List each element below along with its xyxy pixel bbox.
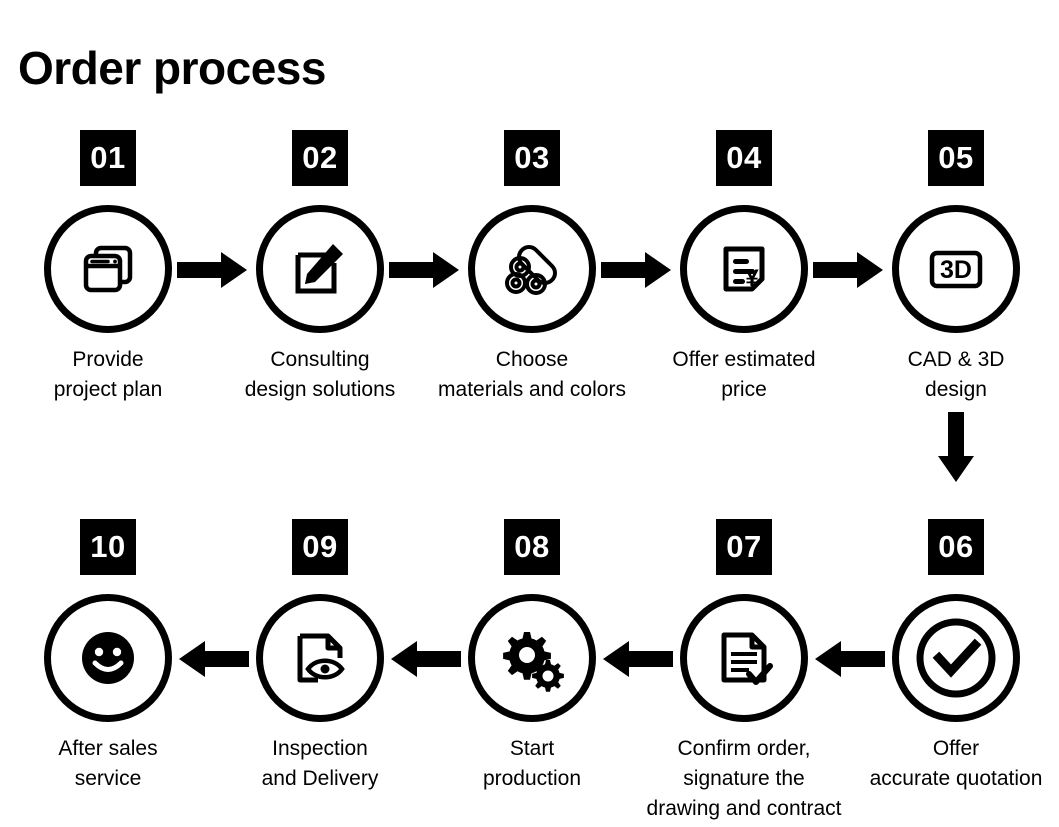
step-caption: Choose materials and colors: [438, 348, 626, 401]
step-icon-circle[interactable]: 3D: [892, 205, 1020, 333]
step-number-badge: 09: [292, 519, 348, 575]
step-caption: Inspection and Delivery: [261, 737, 379, 790]
connector-arrow-down: [936, 412, 976, 484]
step-number-badge: 01: [80, 130, 136, 186]
connector-arrow-right: [389, 250, 461, 290]
step-icon-circle[interactable]: [892, 594, 1020, 722]
connector-arrow-right: [601, 250, 673, 290]
step-caption: Provide project plan: [53, 348, 163, 401]
svg-text:3D: 3D: [940, 256, 972, 284]
pencil-edit-square-icon: [284, 233, 356, 305]
process-row-top: 01 Provide project plan 02: [0, 130, 1059, 430]
step-number-badge: 07: [716, 519, 772, 575]
step-caption: Consulting design solutions: [244, 348, 396, 401]
step-caption: Start production: [482, 737, 582, 790]
three-d-screen-icon: 3D: [920, 233, 992, 305]
step-number-badge: 08: [504, 519, 560, 575]
svg-text:¥: ¥: [745, 265, 759, 292]
connector-arrow-left: [813, 639, 885, 679]
step-icon-circle[interactable]: [44, 205, 172, 333]
connector-arrow-right: [177, 250, 249, 290]
step-number-badge: 05: [928, 130, 984, 186]
step-icon-circle[interactable]: [256, 205, 384, 333]
document-check-icon: [708, 622, 780, 694]
step-number-badge: 02: [292, 130, 348, 186]
step-icon-circle[interactable]: [256, 594, 384, 722]
step-icon-circle[interactable]: [44, 594, 172, 722]
process-row-bottom: 10 After sales service 09: [0, 519, 1059, 820]
connector-arrow-left: [177, 639, 249, 679]
step-caption: Offer accurate quotation: [869, 737, 1043, 790]
step-number-badge: 03: [504, 130, 560, 186]
step-caption: Confirm order, signature the drawing and…: [646, 737, 842, 820]
page-title: Order process: [18, 42, 326, 94]
step-number-badge: 04: [716, 130, 772, 186]
step-caption: CAD & 3D design: [907, 348, 1005, 401]
step-icon-circle[interactable]: [680, 594, 808, 722]
step-caption: After sales service: [58, 737, 158, 790]
step-icon-circle[interactable]: [468, 205, 596, 333]
step-number-badge: 10: [80, 519, 136, 575]
check-circle-icon: [911, 613, 1001, 703]
step-caption: Offer estimated price: [672, 348, 816, 401]
step-number-badge: 06: [928, 519, 984, 575]
step-icon-circle[interactable]: [468, 594, 596, 722]
material-tubes-icon: [496, 233, 568, 305]
stacked-windows-icon: [72, 233, 144, 305]
connector-arrow-left: [601, 639, 673, 679]
connector-arrow-right: [813, 250, 885, 290]
document-eye-icon: [284, 622, 356, 694]
step-icon-circle[interactable]: ¥: [680, 205, 808, 333]
gears-icon: [496, 622, 568, 694]
connector-arrow-left: [389, 639, 461, 679]
smiley-face-icon: [72, 622, 144, 694]
invoice-yen-icon: ¥: [708, 233, 780, 305]
